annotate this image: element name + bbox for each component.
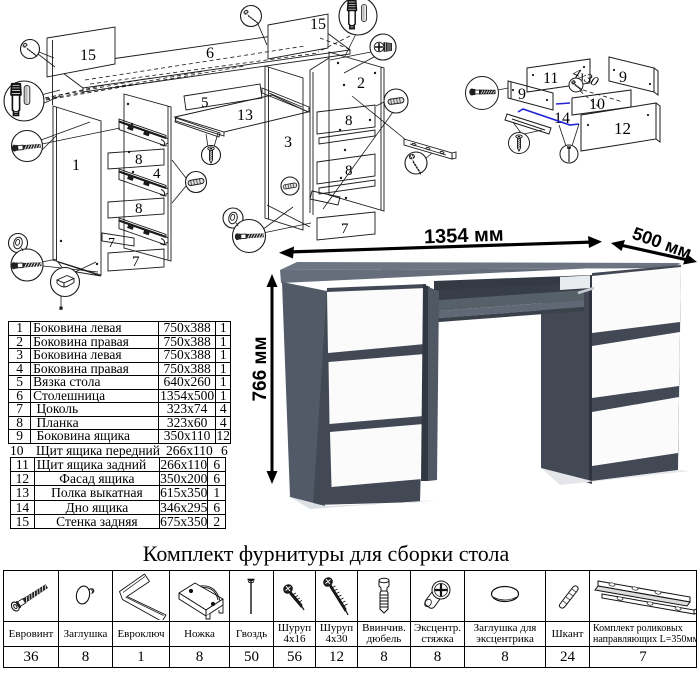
svg-text:8: 8	[345, 113, 353, 129]
svg-text:6: 6	[206, 45, 214, 62]
svg-text:7: 7	[132, 254, 140, 270]
svg-text:4: 4	[153, 166, 161, 182]
svg-text:766 мм: 766 мм	[250, 336, 271, 401]
svg-text:7: 7	[108, 236, 115, 251]
svg-text:15: 15	[310, 16, 326, 33]
svg-text:8: 8	[345, 163, 353, 179]
svg-text:14: 14	[554, 110, 570, 127]
svg-text:9: 9	[619, 69, 627, 86]
svg-text:12: 12	[614, 119, 631, 138]
svg-text:500 мм: 500 мм	[630, 223, 695, 263]
svg-text:5: 5	[201, 95, 209, 111]
svg-text:3: 3	[284, 134, 292, 151]
svg-text:15: 15	[80, 47, 96, 64]
svg-text:9: 9	[518, 86, 526, 103]
svg-text:10: 10	[589, 96, 605, 113]
svg-text:2: 2	[357, 75, 365, 92]
svg-text:1: 1	[72, 157, 80, 174]
svg-text:8: 8	[135, 152, 143, 168]
svg-text:7: 7	[341, 221, 349, 237]
svg-text:1354 мм: 1354 мм	[424, 224, 504, 249]
svg-text:11: 11	[543, 70, 558, 87]
svg-text:13: 13	[237, 107, 253, 124]
svg-text:8: 8	[135, 201, 143, 217]
